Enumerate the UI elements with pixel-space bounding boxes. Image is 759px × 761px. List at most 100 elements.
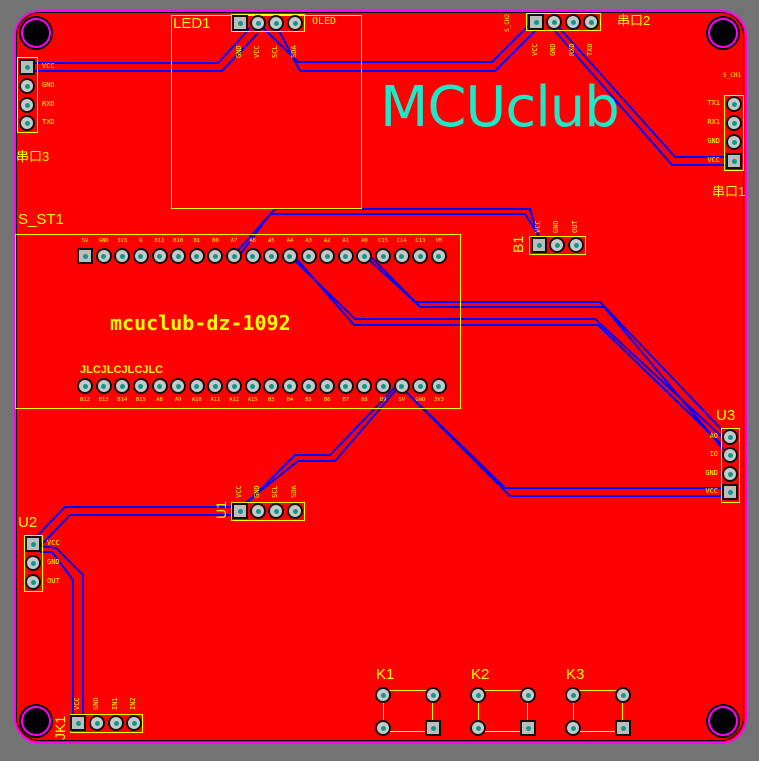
s_st1-bottom-pin[interactable] <box>300 378 317 394</box>
s_st1-bottom-pin[interactable] <box>430 378 447 394</box>
uart2-pin[interactable] <box>565 14 581 30</box>
uart1-pin[interactable] <box>726 153 742 169</box>
jk1-pin[interactable] <box>89 715 105 731</box>
k3-pin[interactable] <box>565 687 581 703</box>
s_st1-top-pin[interactable] <box>356 248 373 264</box>
u1-pin[interactable] <box>250 503 266 519</box>
s_st1-bottom-pin[interactable] <box>244 378 261 394</box>
s_st1-bottom-pin[interactable] <box>375 378 392 394</box>
s_st1-top-pin[interactable] <box>375 248 392 264</box>
u2-pin[interactable] <box>25 555 41 571</box>
s_st1-top-pin-label: 3V3 <box>117 238 128 244</box>
s_st1-bottom-pin[interactable] <box>95 378 112 394</box>
s_st1-bottom-pin[interactable] <box>263 378 280 394</box>
s_st1-bottom-pin[interactable] <box>114 378 131 394</box>
s_st1-top-pin-label: A4 <box>286 238 294 244</box>
s_st1-top-pin-label: C14 <box>396 238 407 244</box>
b1-pin[interactable] <box>531 237 547 253</box>
s_st1-bottom-pin[interactable] <box>356 378 373 394</box>
s_st1-top-pin[interactable] <box>114 248 131 264</box>
s_st1-bottom-pin[interactable] <box>393 378 410 394</box>
u1-pin[interactable] <box>232 503 248 519</box>
jk1-pin[interactable] <box>126 715 142 731</box>
s_st1-top-pin[interactable] <box>281 248 298 264</box>
s_st1-top-pin[interactable] <box>244 248 261 264</box>
uart1-pin[interactable] <box>726 134 742 150</box>
mounting-hole <box>710 708 736 734</box>
uart2-pin-label: VCC <box>531 43 539 56</box>
uart1-pin-label: GND <box>707 137 720 145</box>
k1-pin[interactable] <box>425 720 441 736</box>
u1-pin[interactable] <box>287 503 303 519</box>
uart3-pin[interactable] <box>19 97 35 113</box>
led1-pin[interactable] <box>268 15 284 31</box>
k2-pin[interactable] <box>470 687 486 703</box>
s_st1-bottom-pin[interactable] <box>281 378 298 394</box>
k2-pin[interactable] <box>520 720 536 736</box>
s_st1-top-pin[interactable] <box>77 248 93 264</box>
s_st1-top-pin[interactable] <box>393 248 410 264</box>
s_st1-bottom-pin[interactable] <box>77 378 93 394</box>
uart1-pin[interactable] <box>726 96 742 112</box>
led1-pin[interactable] <box>232 15 248 31</box>
uart2-pin[interactable] <box>546 14 562 30</box>
s_st1-bottom-pin[interactable] <box>207 378 224 394</box>
u3-pin[interactable] <box>722 447 738 463</box>
k3-pin[interactable] <box>565 720 581 736</box>
s_st1-top-pin[interactable] <box>263 248 280 264</box>
k3-pin[interactable] <box>615 720 631 736</box>
u3-pin[interactable] <box>722 484 738 500</box>
s_st1-top-pin[interactable] <box>412 248 429 264</box>
led1-pin[interactable] <box>250 15 266 31</box>
s_st1-bottom-pin[interactable] <box>412 378 429 394</box>
b1-pin[interactable] <box>568 237 584 253</box>
jk1-pin[interactable] <box>108 715 124 731</box>
k1-pin[interactable] <box>375 687 391 703</box>
uart1-pin-label: RX1 <box>707 118 720 126</box>
s_st1-bottom-pin[interactable] <box>170 378 187 394</box>
s_st1-bottom-pin[interactable] <box>337 378 354 394</box>
k3-pin[interactable] <box>615 687 631 703</box>
s_st1-bottom-pin-label: A10 <box>191 397 202 403</box>
s_st1-top-pin[interactable] <box>337 248 354 264</box>
s_st1-top-pin-label: B11 <box>154 238 165 244</box>
s_st1-top-pin[interactable] <box>300 248 317 264</box>
s_st1-top-pin[interactable] <box>207 248 224 264</box>
u1-pin[interactable] <box>268 503 284 519</box>
s_st1-top-pin[interactable] <box>188 248 205 264</box>
s_st1-top-pin[interactable] <box>430 248 447 264</box>
uart2-pin[interactable] <box>528 14 544 30</box>
s_st1-top-pin[interactable] <box>170 248 187 264</box>
u3-pin[interactable] <box>722 429 738 445</box>
u2-pin[interactable] <box>25 574 41 590</box>
b1-pin[interactable] <box>549 237 565 253</box>
s_st1-top-pin[interactable] <box>132 248 149 264</box>
k1-pin[interactable] <box>375 720 391 736</box>
s_st1-top-pin[interactable] <box>95 248 112 264</box>
s_st1-bottom-pin[interactable] <box>226 378 243 394</box>
jk1-pin[interactable] <box>70 715 86 731</box>
s_st1-top-pin[interactable] <box>226 248 243 264</box>
s_st1-top-pin[interactable] <box>319 248 336 264</box>
s_st1-top-pin[interactable] <box>151 248 168 264</box>
s_st1-bottom-pin[interactable] <box>188 378 205 394</box>
k2-designator: K2 <box>471 666 490 683</box>
led1-pin[interactable] <box>287 15 303 31</box>
u2-pin[interactable] <box>25 536 41 552</box>
k1-pin[interactable] <box>425 687 441 703</box>
uart3-pin[interactable] <box>19 78 35 94</box>
s_st1-bottom-pin-label: B7 <box>342 397 350 403</box>
uart2-pin[interactable] <box>583 14 599 30</box>
k2-pin[interactable] <box>470 720 486 736</box>
k2-pin[interactable] <box>520 687 536 703</box>
s_st1-bottom-pin[interactable] <box>319 378 336 394</box>
s_st1-bottom-pin[interactable] <box>132 378 149 394</box>
u3-pin[interactable] <box>722 466 738 482</box>
uart1-pin[interactable] <box>726 115 742 131</box>
uart3-pin[interactable] <box>19 115 35 131</box>
s_st1-bottom-pin-label: B12 <box>80 397 90 403</box>
s_st1-bottom-pin-label: B13 <box>98 397 109 403</box>
uart3-pin[interactable] <box>19 59 35 75</box>
s_st1-bottom-pin[interactable] <box>151 378 168 394</box>
